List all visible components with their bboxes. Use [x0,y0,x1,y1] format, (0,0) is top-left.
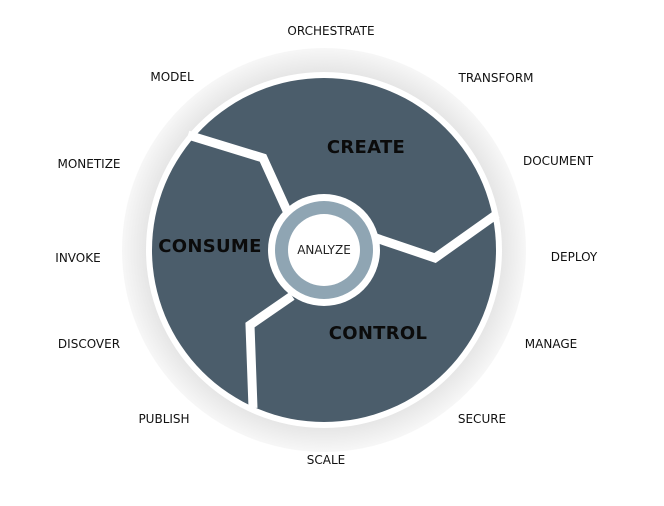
divider-consume-control [245,292,295,409]
label-model: MODEL [150,70,194,84]
hub-center [288,214,360,286]
label-deploy: DEPLOY [551,250,598,264]
segment-label-create: CREATE [327,137,405,158]
label-orchestrate: ORCHESTRATE [287,24,374,38]
label-discover: DISCOVER [58,337,120,351]
divider-create-consume [186,130,293,215]
center-label-analyze: ANALYZE [297,243,351,257]
label-manage: MANAGE [525,337,577,351]
label-transform: TRANSFORM [457,71,533,85]
label-monetize: MONETIZE [57,157,120,171]
label-invoke: INVOKE [55,251,100,265]
label-scale: SCALE [307,453,345,467]
label-secure: SECURE [458,412,506,426]
label-publish: PUBLISH [138,412,189,426]
segment-label-consume: CONSUME [158,236,261,257]
divider-create-control [371,210,500,263]
segment-label-control: CONTROL [329,323,428,344]
label-document: DOCUMENT [523,154,594,168]
